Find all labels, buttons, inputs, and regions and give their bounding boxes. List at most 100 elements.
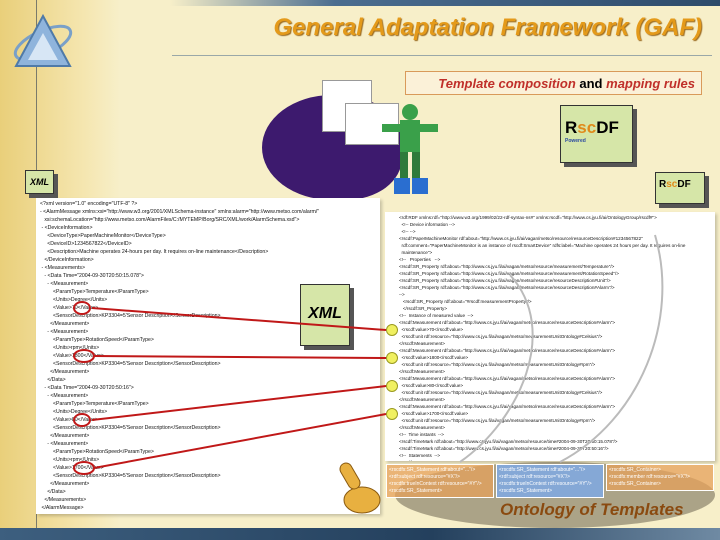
rdf-line: <!-- Device information --> [399,222,455,227]
template-box-line: <rscdfs:SR_Statement> [499,488,553,494]
rdf-line: </rscdf:Measurement> [399,341,445,346]
value-highlight-circle [73,461,95,475]
xml-line: <Value>1800</Value> [40,353,104,359]
link-curve [459,274,534,463]
xml-line: - <Measurements> [40,265,85,271]
xml-line: </Measurement> [40,321,90,327]
template-box-line: <rscdfs:trueInContext rdf:resource="#Y"/… [389,481,482,487]
xml-line: <ParamType>Temperature</ParamType> [40,289,149,295]
rdf-line: <rscdf:SR_Property rdf:about="http://www… [399,278,611,283]
template-box: <rscdfs:SR_Container><rscdfs:member rdf:… [606,464,714,491]
rdf-line: <rscdf:PaperMachineMonitor rdf:about="ht… [399,236,643,241]
rdf-line: </rscdf:Measurement> [399,369,445,374]
template-variable-marker [386,352,398,364]
template-box-line: <rdf:subject rdf:resource="#X"/> [389,474,460,480]
xml-line: </AlarmMessage> [40,505,84,511]
rdf-line: <rscdf:SR_Property rdf:about="http://www… [399,264,615,269]
template-box-line: <rscdfs:SR_Statement rdf:about="..."/> [389,467,476,473]
rdf-line: <rscdf:value>1800</rscdf:value> [399,355,469,360]
value-highlight-circle [73,413,91,427]
rdf-line: <rscdf:TimeMark rdf:about="http://www.cs… [399,446,609,451]
rdf-line: <rscdf:Statement> [399,459,711,461]
xml-line: - <Data Time="2004-09-30T20:50:15.078"> [40,273,144,279]
template-box: <rscdfs:SR_Statement rdf:about="..."/><r… [386,464,494,498]
rdf-line: <rscdf:TimeMark rdf:about="http://www.cs… [399,439,618,444]
rdf-line: </rscdf:Measurement> [399,425,445,430]
rdf-line: <rscdf:value>70</rscdf:value> [399,327,464,332]
logo-icon [13,13,73,67]
template-composition-text: Template composition [438,76,576,91]
rscdf-note-large: RscDF Powered [560,105,633,163]
slide-title: General Adaptation Framework (GAF) [273,14,702,41]
rdf-line: <rscdf:value>80</rscdf:value> [399,383,464,388]
template-box-line: <rscdfs:SR_Container> [609,481,661,487]
template-variable-marker [386,324,398,336]
mapping-line [91,307,387,331]
rscdf-logo-df: DF [677,179,691,190]
xml-line: - <AlarmMessage xmlns:xsi="http://www.w3… [40,209,320,215]
rscdf-note-small: RscDF [655,172,705,204]
xml-line: </Data> [40,377,66,383]
title-divider [172,55,712,56]
value-highlight-circle [73,301,91,315]
rdf-line: maintenance"> [399,250,433,255]
xml-line: <Units>Degree</Units> [40,409,108,415]
ontology-of-templates-label: Ontology of Templates [500,500,684,519]
pointing-hand-icon [339,462,381,514]
xml-line: </Measurement> [40,369,90,375]
robot-figure-icon [382,104,438,194]
rdf-line: <rscdf:unit rdf:resource="http://www.cs.… [399,334,603,339]
template-box-line: <rscdfs:trueInContext rdf:resource="#Y"/… [499,481,592,487]
rscdf-logo-r: R [565,118,578,137]
xml-line: - <Data Time="2004-09-30T20:50:16"> [40,385,134,391]
xml-line: xsi:schemaLocation="http://www.metso.com… [40,217,300,223]
rscdf-logo-r: R [659,179,667,190]
xml-line: <Units>rpm</Units> [40,345,100,351]
and-text: and [579,76,603,91]
rdf-line: <!-- Properties --> [399,257,441,262]
xml-line: <SensorDescription>KP3304=5'Sensor Descr… [40,473,221,479]
xml-line: </DeviceInformation> [40,257,94,263]
rdf-line: </rscdf:SR_Property> [399,306,447,311]
rdf-line: <rscdf:Measurement rdf:about="http://www… [399,404,616,409]
xml-note-small: XML [25,170,54,194]
rscdf-logo-powered: Powered [565,138,586,144]
rscdf-logo-df: DF [596,118,619,137]
xml-line: <DeviceID>1234567822</DeviceID> [40,241,132,247]
xml-line: </Measurements> [40,497,87,503]
xml-line: </Measurement> [40,481,90,487]
xml-line: <Value>70</Value> [40,305,99,311]
rdf-line: <rscdf:Measurement rdf:about="http://www… [399,320,616,325]
link-curve [559,234,664,463]
xml-line: <ParamType>Temperature</ParamType> [40,401,149,407]
xml-line: <DeviceType>PaperMachineMonitor</DeviceT… [40,233,166,239]
rscdf-logo-sc: sc [577,118,597,137]
rdf-line: <rscdf:unit rdf:resource="http://www.cs.… [399,362,596,367]
xml-line: <SensorDescription>KP3304=5'Sensor Descr… [40,425,221,431]
xml-line: <ParamType>RotationSpeed</ParamType> [40,449,154,455]
xml-line: </Measurement> [40,433,90,439]
xml-line: - <Measurement> [40,441,89,447]
rdf-line: <rscdf:SR_Property rdf:about="#rscdf:mea… [399,299,532,304]
mapping-line [91,385,387,421]
template-composition-label: Template composition and mapping rules [405,71,702,95]
xml-line: - <DeviceInformation> [40,225,93,231]
rdf-line: <!-- Statements --> [399,453,441,458]
rdf-line: <rscdf:unit rdf:resource="http://www.cs.… [399,390,603,395]
xml-line: <?xml version="1.0" encoding="UTF-8" ?> [40,201,138,207]
xml-line: </Data> [40,489,66,495]
xml-note-large: XML [300,284,350,346]
template-box: <rscdfs:SR_Statement rdf:about="..."/><r… [496,464,604,498]
rdf-line: <!-- Time instants --> [399,432,444,437]
xml-line: - <Measurement> [40,281,89,287]
rdf-line: <!-- Instance of measured value --> [399,313,474,318]
xml-line: <Units>Degree</Units> [40,297,108,303]
xml-line: <Units>rpm</Units> [40,457,100,463]
xml-line: <SensorDescription>KP3304=5'Sensor Descr… [40,361,221,367]
rdf-line: rdf:comment="PaperMachineMonitor is an i… [399,243,686,248]
rdf-line: <rdf:RDF xmlns:rdf="http://www.w3.org/19… [399,215,657,220]
mapping-rules-text: mapping rules [606,76,695,91]
template-box-line: <rscdfs:SR_Statement> [389,488,443,494]
xml-line: - <Measurement> [40,393,89,399]
